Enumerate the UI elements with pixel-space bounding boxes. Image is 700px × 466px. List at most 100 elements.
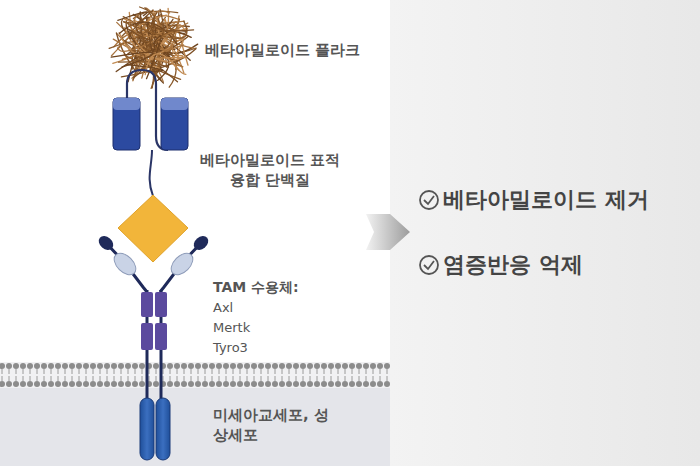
lipid-tail bbox=[37, 376, 38, 381]
lipid-tail bbox=[275, 369, 276, 374]
lipid-head bbox=[174, 381, 180, 387]
lipid-head bbox=[251, 363, 257, 369]
lipid-tail bbox=[9, 376, 10, 381]
lipid-tail bbox=[226, 376, 227, 381]
result-text: 염증반응 억제 bbox=[443, 250, 583, 280]
lipid-tail bbox=[233, 376, 234, 381]
lipid-tail bbox=[331, 369, 332, 374]
cell-label: 미세아교세포, 성상세포 bbox=[213, 405, 333, 446]
stem-line bbox=[150, 150, 153, 196]
result-text: 베타아밀로이드 제거 bbox=[443, 185, 649, 215]
lipid-tail bbox=[149, 369, 150, 374]
lipid-tail bbox=[212, 376, 213, 381]
lipid-head bbox=[34, 363, 40, 369]
lipid-head bbox=[258, 363, 264, 369]
lipid-head bbox=[202, 381, 208, 387]
lipid-tail bbox=[303, 376, 304, 381]
check-icon bbox=[420, 256, 438, 274]
lipid-head bbox=[244, 381, 250, 387]
lipid-tail bbox=[51, 376, 52, 381]
lipid-head bbox=[335, 381, 341, 387]
lipid-head bbox=[76, 363, 82, 369]
lipid-head bbox=[55, 381, 61, 387]
binding-domain bbox=[161, 98, 188, 150]
lipid-head bbox=[153, 381, 159, 387]
lipid-tail bbox=[16, 376, 17, 381]
lipid-head bbox=[139, 363, 145, 369]
lipid-tail bbox=[51, 369, 52, 374]
lipid-tail bbox=[100, 369, 101, 374]
lipid-tail bbox=[387, 369, 388, 374]
lipid-tail bbox=[366, 369, 367, 374]
lipid-tail bbox=[177, 376, 178, 381]
lipid-tail bbox=[247, 369, 248, 374]
lipid-head bbox=[195, 381, 201, 387]
lipid-tail bbox=[149, 376, 150, 381]
lipid-tail bbox=[114, 369, 115, 374]
lipid-head bbox=[349, 363, 355, 369]
lipid-tail bbox=[268, 376, 269, 381]
result-arrow bbox=[366, 214, 410, 250]
lipid-head bbox=[363, 381, 369, 387]
lipid-tail bbox=[331, 376, 332, 381]
lipid-head bbox=[20, 381, 26, 387]
lipid-bilayer bbox=[0, 363, 390, 387]
lipid-head bbox=[286, 381, 292, 387]
lipid-tail bbox=[261, 376, 262, 381]
lipid-head bbox=[55, 363, 61, 369]
lipid-head bbox=[209, 363, 215, 369]
ligand-diamond bbox=[118, 195, 188, 262]
lipid-head bbox=[342, 381, 348, 387]
lipid-tail bbox=[191, 369, 192, 374]
lipid-head bbox=[363, 363, 369, 369]
lipid-head bbox=[90, 381, 96, 387]
lipid-head bbox=[188, 363, 194, 369]
membrane-band bbox=[0, 362, 390, 388]
lipid-head bbox=[279, 381, 285, 387]
lipid-tail bbox=[107, 369, 108, 374]
lipid-tail bbox=[86, 376, 87, 381]
kinase-domains bbox=[140, 398, 170, 460]
lipid-head bbox=[237, 381, 243, 387]
lipid-tail bbox=[184, 376, 185, 381]
lipid-head bbox=[279, 363, 285, 369]
lipid-head bbox=[265, 381, 271, 387]
fn-domain bbox=[155, 292, 167, 317]
lipid-head bbox=[6, 381, 12, 387]
lipid-head bbox=[83, 363, 89, 369]
lipid-head bbox=[6, 363, 12, 369]
fusion-protein bbox=[113, 70, 188, 196]
lipid-head bbox=[230, 381, 236, 387]
lipid-tail bbox=[373, 369, 374, 374]
lipid-head bbox=[342, 363, 348, 369]
lipid-head bbox=[27, 363, 33, 369]
lipid-tail bbox=[16, 369, 17, 374]
lipid-head bbox=[216, 363, 222, 369]
lipid-head bbox=[13, 363, 19, 369]
lipid-head bbox=[0, 363, 5, 369]
lipid-head bbox=[20, 363, 26, 369]
lipid-head bbox=[132, 381, 138, 387]
lipid-head bbox=[62, 363, 68, 369]
lipid-head bbox=[34, 381, 40, 387]
ig-knob bbox=[191, 233, 211, 252]
protein-label: 베타아밀로이드 표적 융합 단백질 bbox=[190, 150, 350, 191]
lipid-tail bbox=[219, 369, 220, 374]
lipid-head bbox=[90, 363, 96, 369]
amyloid-fibre bbox=[162, 45, 184, 51]
lipid-head bbox=[76, 381, 82, 387]
receptor-name: Axl bbox=[213, 299, 233, 317]
lipid-head bbox=[41, 363, 47, 369]
lipid-head bbox=[356, 381, 362, 387]
lipid-tail bbox=[254, 369, 255, 374]
lipid-tail bbox=[240, 376, 241, 381]
lipid-tail bbox=[289, 369, 290, 374]
lipid-tail bbox=[79, 376, 80, 381]
lipid-tail bbox=[233, 369, 234, 374]
lipid-tail bbox=[317, 376, 318, 381]
lipid-head bbox=[223, 381, 229, 387]
lipid-tail bbox=[135, 376, 136, 381]
lipid-head bbox=[265, 363, 271, 369]
